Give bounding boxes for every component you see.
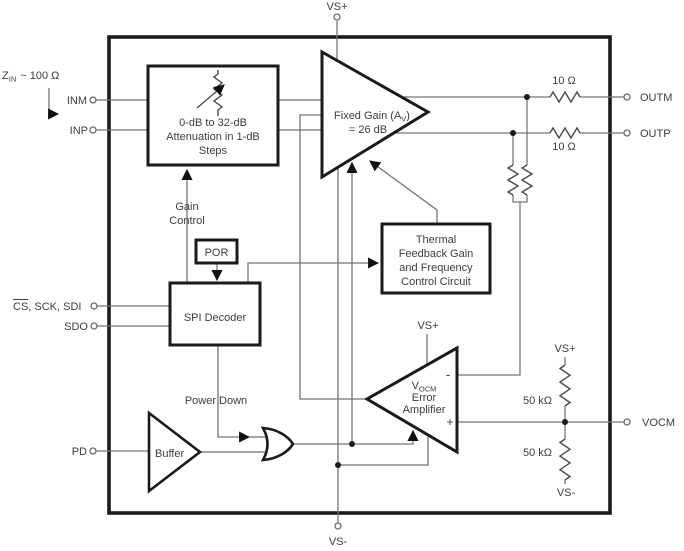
label-vs-plus-erramp: VS+ xyxy=(417,320,438,332)
erramp-text-2: Error xyxy=(412,392,437,404)
attenuator-block xyxy=(146,64,280,167)
por-text: POR xyxy=(205,247,229,259)
erramp-text-3: Amplifier xyxy=(403,404,446,416)
label-power-down: Power Down xyxy=(185,395,247,407)
buffer-text: Buffer xyxy=(155,448,184,460)
label-gain-control-1: Gain xyxy=(175,201,198,213)
spi-decoder-block xyxy=(168,281,262,347)
thermal-text-3: and Frequency xyxy=(399,262,473,274)
zin-subscript: IN xyxy=(9,75,17,84)
pd-buffer xyxy=(147,410,203,494)
resistors xyxy=(506,90,581,481)
or-gate xyxy=(260,426,295,462)
attenuator-text-3: Steps xyxy=(199,145,228,157)
spi-decoder-text: SPI Decoder xyxy=(184,312,247,324)
pin-pd xyxy=(89,447,97,455)
label-r-outm: 10 Ω xyxy=(552,75,576,87)
label-r50-top: 50 kΩ xyxy=(523,395,552,407)
erramp-minus-input: - xyxy=(446,367,450,382)
fixed-gain-subscript: V xyxy=(401,115,406,124)
thermal-feedback-block xyxy=(380,222,492,295)
label-pd: PD xyxy=(72,446,87,458)
blocks xyxy=(146,49,492,494)
pin-vs-plus-top xyxy=(333,13,341,21)
label-outp: OUTP xyxy=(640,128,671,140)
pin-outm xyxy=(623,93,631,101)
label-inp: INP xyxy=(70,125,88,137)
attenuator-text-2: Attenuation in 1-dB xyxy=(166,131,260,143)
fixed-gain-amp xyxy=(320,49,431,180)
erramp-text-1: VOCM xyxy=(412,380,437,394)
label-spi-inputs: CS, SCK, SDI xyxy=(13,301,81,313)
attenuator-text-1: 0-dB to 32-dB xyxy=(179,117,247,129)
label-vs-plus-divider: VS+ xyxy=(554,343,575,355)
erramp-v: V xyxy=(412,380,420,392)
wire-or-to-erramp xyxy=(293,429,419,445)
fixed-gain-main: Fixed Gain (A xyxy=(334,110,402,122)
cs-label: CS xyxy=(13,301,28,313)
label-zin: ZIN~ 100 Ω xyxy=(2,70,59,84)
resistor-outm-10ohm xyxy=(549,90,581,104)
erramp-plus-input: + xyxy=(446,415,453,429)
fixed-gain-text-1: Fixed Gain (AV) xyxy=(334,110,410,124)
label-sdo: SDO xyxy=(64,321,88,333)
wire-thermal-to-amp xyxy=(369,160,438,224)
junction-dot xyxy=(524,94,530,100)
pin-vocm xyxy=(623,418,631,426)
pin-inp xyxy=(89,126,97,134)
label-vs-plus-top: VS+ xyxy=(326,1,347,13)
junction-dot xyxy=(335,462,341,468)
label-vs-minus-bottom: VS- xyxy=(329,536,348,548)
resistor-50k-top xyxy=(558,364,572,407)
pin-vs-minus-bottom xyxy=(334,522,342,530)
wire-sense-to-erramp-minus xyxy=(457,202,521,376)
variable-attenuator-symbol xyxy=(196,70,225,116)
resistor-sense-right xyxy=(520,164,534,196)
thermal-text-4: Control Circuit xyxy=(401,276,471,288)
attn-symbol-arrow xyxy=(196,84,225,109)
label-vs-minus-divider: VS- xyxy=(557,487,576,499)
fixed-gain-text-2: = 26 dB xyxy=(349,124,387,136)
label-inm: INM xyxy=(67,95,87,107)
thermal-text-2: Feedback Gain xyxy=(399,248,474,260)
wires xyxy=(48,21,624,523)
thermal-text-1: Thermal xyxy=(416,234,456,246)
resistor-sense-left xyxy=(506,164,520,196)
wire-vsminus-to-erramp xyxy=(338,436,429,466)
label-vocm: VOCM xyxy=(642,417,675,429)
por-block xyxy=(194,238,239,265)
junction-dots xyxy=(335,94,568,468)
wire-powerdown-to-or xyxy=(217,345,251,443)
pin-outp xyxy=(623,129,631,137)
resistor-50k-bottom xyxy=(558,438,572,481)
junction-dot xyxy=(510,130,516,136)
zin-symbol: Z xyxy=(2,70,9,82)
junction-dot xyxy=(349,441,355,447)
label-gain-control-2: Control xyxy=(169,215,204,227)
zin-value: ~ 100 Ω xyxy=(20,70,59,82)
zin-pointer-arrow xyxy=(48,88,60,120)
sck-sdi-label: , SCK, SDI xyxy=(28,301,81,313)
label-r-outp: 10 Ω xyxy=(552,141,576,153)
pin-cs-sck-sdi xyxy=(90,302,98,310)
wire-spi-to-thermal xyxy=(247,257,380,283)
label-r50-bottom: 50 kΩ xyxy=(523,447,552,459)
pin-inm xyxy=(89,96,97,104)
junction-dot xyxy=(562,419,568,425)
pin-sdo xyxy=(90,322,98,330)
erramp-subscript: OCM xyxy=(419,385,437,394)
labels: VS+ ZIN~ 100 Ω INM INP CS, SCK, SDI SDO … xyxy=(2,1,675,548)
fixed-gain-close: ) xyxy=(406,110,410,122)
resistor-outp-10ohm xyxy=(549,126,581,140)
label-outm: OUTM xyxy=(640,92,672,104)
wire-erramp-out xyxy=(299,114,367,400)
pin-terminals xyxy=(89,13,631,530)
vocm-error-amp xyxy=(364,345,459,455)
